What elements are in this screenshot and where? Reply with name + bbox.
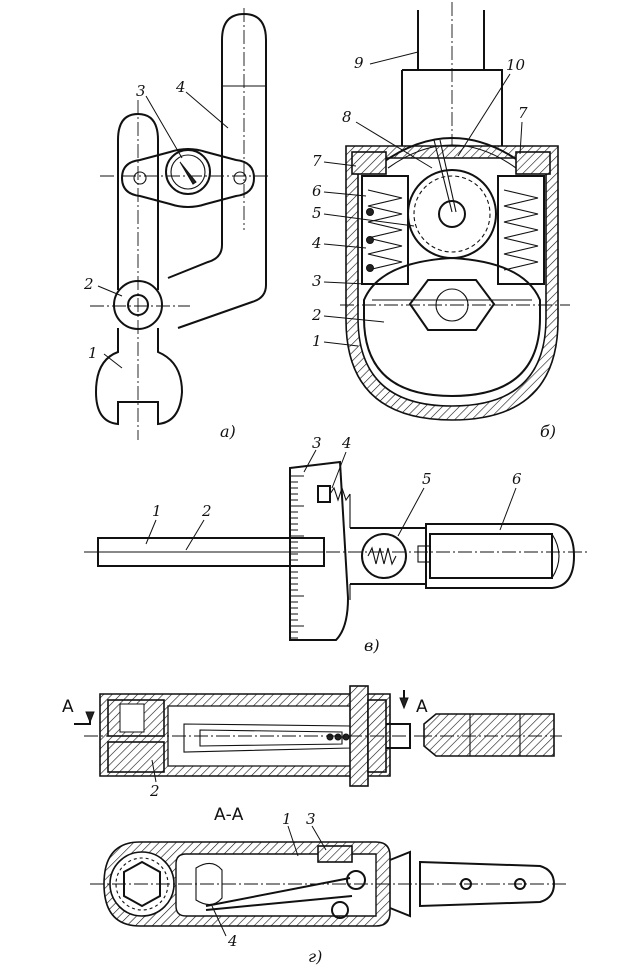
fig-b-label-6: 6: [312, 182, 322, 200]
figure-a-wrench: 1 2 3 4 а): [83, 8, 270, 441]
fig-b-label-7-right: 7: [518, 104, 528, 122]
fig-v-label-2: 2: [201, 502, 212, 520]
fig-b-label-5: 5: [312, 204, 322, 222]
fig-b-label-2: 2: [311, 306, 322, 324]
fig-a-label-3: 3: [136, 82, 146, 100]
fig-b-label-8: 8: [342, 108, 352, 126]
fig-g-label-2: 2: [149, 782, 160, 800]
fig-v-label-6: 6: [512, 470, 522, 488]
section-mark-right: А: [416, 697, 428, 717]
fig-b-label-9: 9: [354, 54, 364, 72]
fig-b-label-10: 10: [506, 56, 526, 74]
figure-b-head-section: 1 2 3 4 5 6 7 7 8 9 10 б): [311, 2, 570, 441]
fig-g-label-4: 4: [227, 932, 238, 950]
fig-v-label-1: 1: [152, 502, 162, 520]
fig-a-label-4: 4: [175, 78, 186, 96]
fig-v-label-3: 3: [312, 434, 322, 452]
section-mark-left: А: [62, 697, 74, 717]
fig-v-label-5: 5: [422, 470, 432, 488]
section-title: А-А: [214, 805, 244, 825]
fig-v-caption: в): [364, 636, 380, 655]
figure-g-section: А А 2 А-А 1 3 4 г): [62, 685, 566, 966]
fig-a-label-1: 1: [88, 344, 98, 362]
fig-g-label-3: 3: [306, 810, 316, 828]
fig-b-label-1: 1: [312, 332, 322, 350]
fig-a-caption: а): [220, 422, 236, 441]
fig-v-label-4: 4: [341, 434, 352, 452]
fig-b-label-4: 4: [311, 234, 322, 252]
fig-b-label-3: 3: [312, 272, 322, 290]
figure-v-scale: 1 2 3 4 5 6 в): [84, 434, 590, 655]
fig-g-label-1: 1: [282, 810, 292, 828]
fig-a-label-2: 2: [83, 275, 94, 293]
fig-g-caption: г): [308, 947, 322, 966]
fig-b-label-7-left: 7: [312, 152, 322, 170]
fig-b-caption: б): [540, 422, 556, 441]
scale-ticks: [290, 475, 304, 639]
